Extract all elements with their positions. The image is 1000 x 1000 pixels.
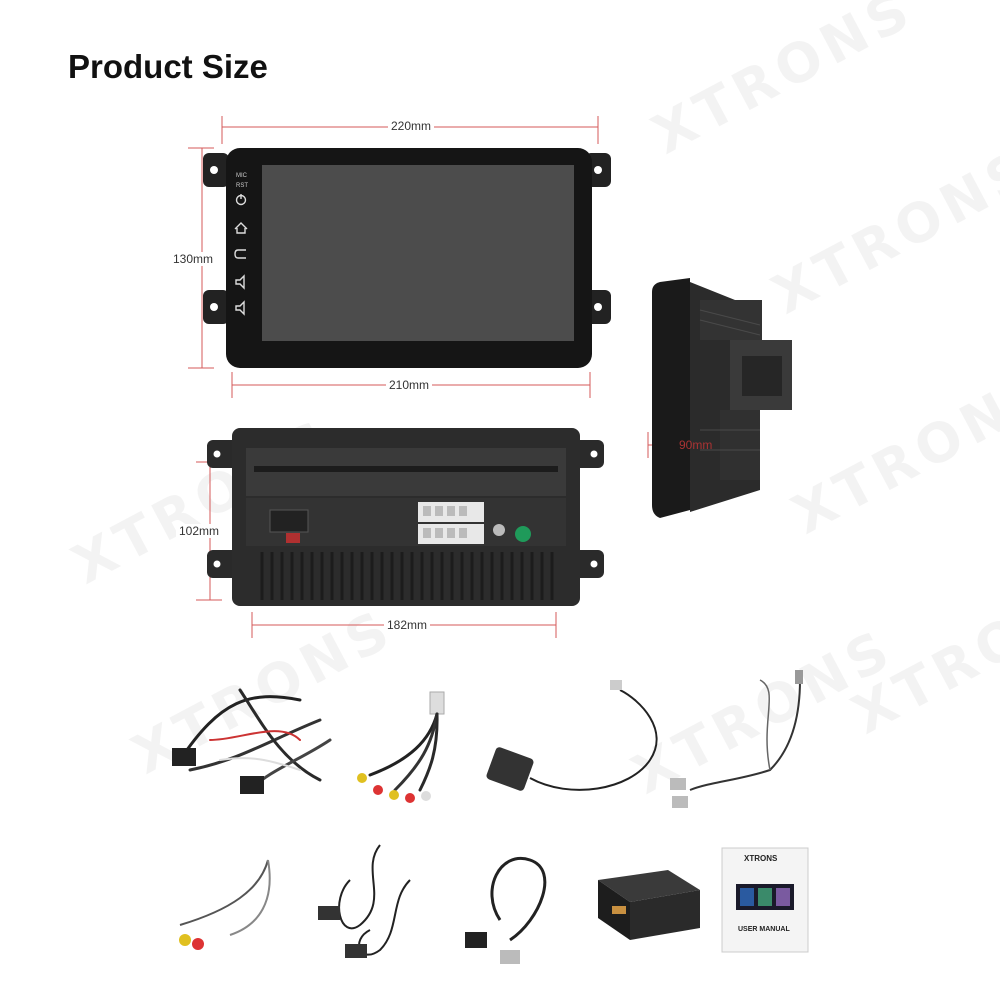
dimension-front-height: 130mm xyxy=(170,252,217,266)
back-unit xyxy=(207,428,604,606)
control-box xyxy=(598,870,700,940)
wiring-harness xyxy=(172,688,332,794)
mic-label: MIC xyxy=(236,173,247,179)
manual-brand: XTRONS xyxy=(744,854,778,863)
radio-adapter-cable xyxy=(670,670,803,808)
user-manual xyxy=(721,847,809,953)
dimension-back-height: 102mm xyxy=(176,524,223,538)
camera-cable xyxy=(179,859,271,950)
gps-antenna xyxy=(486,680,658,791)
dimension-front-width-bottom: 210mm xyxy=(386,378,433,392)
side-unit xyxy=(652,278,792,518)
page-title: Product Size xyxy=(68,48,268,85)
usb-extension-cable xyxy=(465,856,547,964)
rst-label: RST xyxy=(236,183,248,189)
rca-cable xyxy=(357,691,445,803)
usb-cables xyxy=(318,844,411,958)
dimension-front-width-top: 220mm xyxy=(388,119,435,133)
front-unit xyxy=(203,148,611,368)
dimension-depth: 90mm xyxy=(679,438,713,452)
manual-title: USER MANUAL xyxy=(738,926,790,933)
dimension-back-width: 182mm xyxy=(384,618,431,632)
